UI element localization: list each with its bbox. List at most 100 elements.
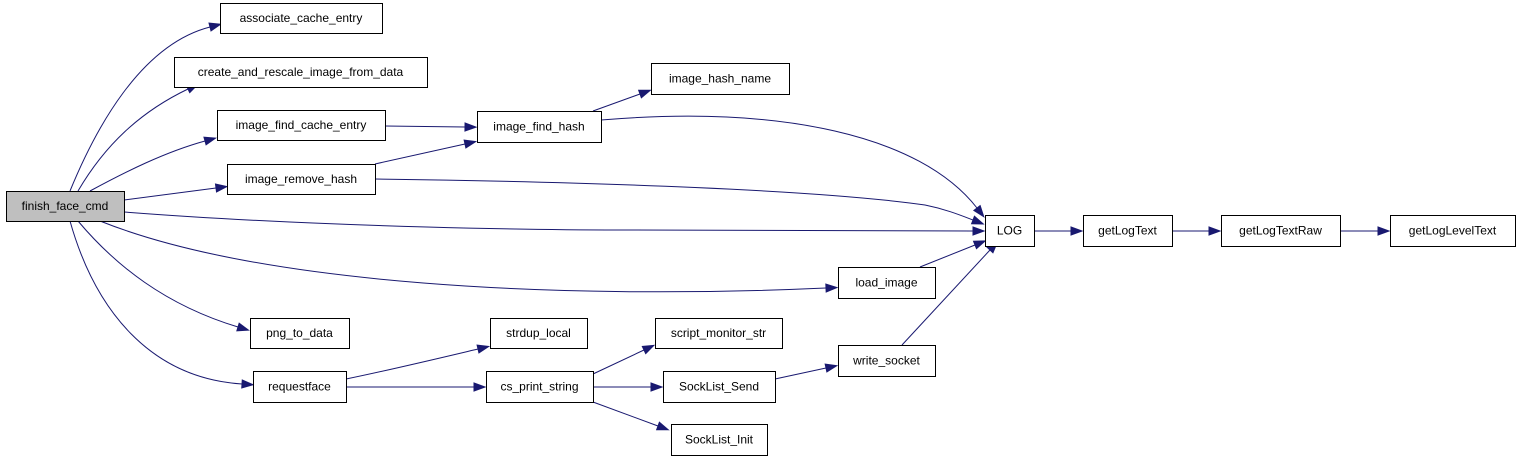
edge-line xyxy=(99,220,827,293)
node-label: SockList_Send xyxy=(679,380,759,394)
node-box[interactable] xyxy=(1221,215,1341,247)
node-box[interactable] xyxy=(486,371,594,403)
node-strdup_local[interactable]: strdup_local xyxy=(490,318,588,349)
node-box[interactable] xyxy=(671,424,768,456)
node-box[interactable] xyxy=(174,57,428,88)
edge-line xyxy=(374,178,974,221)
node-script_monitor_str[interactable]: script_monitor_str xyxy=(655,318,783,349)
node-box[interactable] xyxy=(253,371,347,403)
node-SockList_Init[interactable]: SockList_Init xyxy=(671,424,768,456)
node-cs_print_string[interactable]: cs_print_string xyxy=(486,371,594,403)
nodes-layer: finish_face_cmd associate_cache_entrycrea… xyxy=(6,3,1516,456)
arrowhead xyxy=(241,379,255,389)
node-getLogTextRaw[interactable]: getLogTextRaw xyxy=(1221,215,1341,247)
edge-finish_face_cmd-to-image_remove_hash xyxy=(123,183,229,201)
node-image_hash_name[interactable]: image_hash_name xyxy=(651,63,790,95)
node-box[interactable] xyxy=(838,345,936,377)
node-load_image[interactable]: load_image xyxy=(838,267,936,299)
node-box[interactable] xyxy=(838,267,936,299)
node-label: requestface xyxy=(268,380,331,394)
arrowhead xyxy=(972,240,987,250)
node-label: getLogText xyxy=(1098,224,1157,238)
edge-SockList_Send-to-write_socket xyxy=(774,363,839,380)
node-box[interactable] xyxy=(477,111,602,143)
node-image_find_hash[interactable]: image_find_hash xyxy=(477,111,602,143)
node-label: write_socket xyxy=(852,354,920,368)
edge-image_remove_hash-to-image_find_hash xyxy=(374,139,478,165)
edge-line xyxy=(69,26,211,192)
node-label: associate_cache_entry xyxy=(240,11,363,25)
node-box[interactable] xyxy=(1390,215,1516,247)
arrowhead xyxy=(464,122,478,132)
node-LOG[interactable]: LOG xyxy=(985,215,1035,247)
node-box[interactable] xyxy=(227,164,376,195)
node-finish_face_cmd[interactable]: finish_face_cmd xyxy=(6,191,125,222)
arrowhead xyxy=(463,139,478,149)
edge-line xyxy=(600,115,978,209)
edge-line xyxy=(69,220,243,385)
arrowhead xyxy=(970,215,985,225)
node-SockList_Send[interactable]: SockList_Send xyxy=(663,371,776,403)
node-box[interactable] xyxy=(663,371,776,403)
node-box[interactable] xyxy=(6,191,125,222)
edge-finish_face_cmd-to-create_and_rescale_image_from_data xyxy=(77,83,200,192)
node-label: image_remove_hash xyxy=(245,172,357,186)
node-associate_cache_entry[interactable]: associate_cache_entry xyxy=(220,3,383,34)
node-box[interactable] xyxy=(490,318,588,349)
node-label: finish_face_cmd xyxy=(22,199,109,213)
edge-line xyxy=(123,187,217,201)
node-box[interactable] xyxy=(655,318,783,349)
edge-line xyxy=(345,348,479,380)
arrowhead xyxy=(236,322,250,332)
node-requestface[interactable]: requestface xyxy=(253,371,347,403)
node-box[interactable] xyxy=(651,63,790,95)
edge-line xyxy=(774,367,827,380)
edge-requestface-to-cs_print_string xyxy=(346,382,487,392)
edge-LOG-to-getLogText xyxy=(1034,226,1084,236)
node-create_and_rescale_image_from_data[interactable]: create_and_rescale_image_from_data xyxy=(174,57,428,88)
node-label: SockList_Init xyxy=(685,433,754,447)
node-image_remove_hash[interactable]: image_remove_hash xyxy=(227,164,376,195)
node-label: cs_print_string xyxy=(500,380,578,394)
arrowhead xyxy=(1377,226,1391,236)
edge-line xyxy=(384,125,466,128)
edge-finish_face_cmd-to-requestface xyxy=(69,220,255,389)
edge-load_image-to-LOG xyxy=(919,240,987,268)
edge-finish_face_cmd-to-LOG xyxy=(123,211,986,236)
edge-getLogText-to-getLogTextRaw xyxy=(1172,226,1222,236)
node-box[interactable] xyxy=(985,215,1035,247)
edge-image_remove_hash-to-LOG xyxy=(374,178,985,225)
edge-line xyxy=(77,220,239,328)
node-png_to_data[interactable]: png_to_data xyxy=(250,318,350,349)
edge-requestface-to-strdup_local xyxy=(345,344,491,380)
node-label: getLogTextRaw xyxy=(1239,224,1322,238)
node-box[interactable] xyxy=(1083,215,1173,247)
edge-finish_face_cmd-to-png_to_data xyxy=(77,220,250,332)
edge-finish_face_cmd-to-associate_cache_entry xyxy=(69,22,223,192)
edge-getLogTextRaw-to-getLogLevelText xyxy=(1340,226,1391,236)
node-getLogText[interactable]: getLogText xyxy=(1083,215,1173,247)
edge-line xyxy=(919,244,976,268)
arrowhead xyxy=(1208,226,1222,236)
node-image_find_cache_entry[interactable]: image_find_cache_entry xyxy=(217,110,386,141)
node-label: image_find_hash xyxy=(493,120,584,134)
edge-line xyxy=(901,249,991,346)
node-label: getLogLevelText xyxy=(1409,224,1497,238)
node-box[interactable] xyxy=(250,318,350,349)
node-box[interactable] xyxy=(220,3,383,34)
node-write_socket[interactable]: write_socket xyxy=(838,345,936,377)
arrowhead xyxy=(214,183,229,193)
edge-cs_print_string-to-SockList_Init xyxy=(592,401,670,431)
arrowhead xyxy=(650,382,664,392)
arrowhead xyxy=(637,89,652,99)
node-label: image_find_cache_entry xyxy=(236,118,367,132)
edge-line xyxy=(374,143,466,165)
node-getLogLevelText[interactable]: getLogLevelText xyxy=(1390,215,1516,247)
node-label: script_monitor_str xyxy=(671,326,766,340)
edge-finish_face_cmd-to-load_image xyxy=(99,220,839,293)
arrowhead xyxy=(972,204,985,218)
node-box[interactable] xyxy=(217,110,386,141)
edge-cs_print_string-to-SockList_Send xyxy=(593,382,664,392)
node-label: strdup_local xyxy=(506,326,571,340)
